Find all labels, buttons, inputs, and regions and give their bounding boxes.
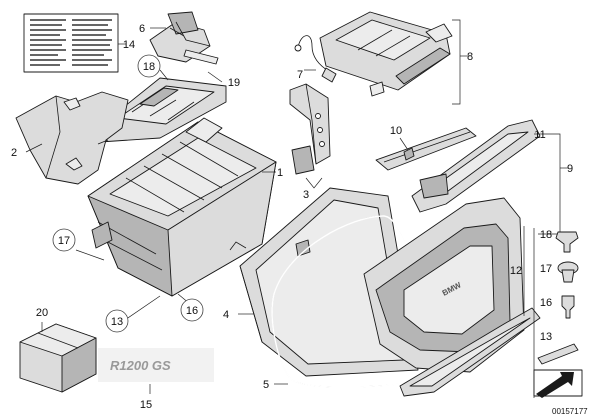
callout-17: 17: [52, 228, 76, 252]
callout-label-3: 3: [303, 189, 309, 201]
callout-20: 20: [36, 307, 48, 319]
callout-label-10: 10: [390, 125, 402, 137]
document-number: 00157177: [552, 407, 588, 416]
callout-label-8: 8: [467, 51, 473, 63]
sidebar-callout-13: 13: [540, 331, 552, 343]
rod-13-part: [537, 343, 579, 365]
callout-2: 2: [11, 147, 17, 159]
seal-strip-part: [375, 127, 477, 171]
callout-label-19: 19: [228, 77, 240, 89]
callout-label-15: 15: [140, 399, 152, 411]
callout-16: 16: [180, 298, 204, 322]
callout-18: 18: [137, 54, 161, 78]
callout-label-6: 6: [139, 23, 145, 35]
callout-circle-16: [180, 298, 204, 322]
callout-10: 10: [390, 125, 402, 137]
badge-text: R1200 GS: [110, 358, 171, 373]
callout-5: 5: [263, 379, 269, 391]
lower-rail-part: [399, 307, 541, 397]
callout-circle-17: [52, 228, 76, 252]
callout-11: 11: [534, 129, 545, 141]
callout-19: 19: [228, 77, 240, 89]
callout-circle-18: [137, 54, 161, 78]
callout-3: 3: [303, 189, 309, 201]
callout-7: 7: [297, 69, 303, 81]
callout-label-20: 20: [36, 307, 48, 319]
callout-4: 4: [223, 309, 229, 321]
lock-bracket-part: [149, 11, 219, 65]
callout-label-17: 17: [58, 235, 70, 247]
callout-label-14: 14: [123, 39, 135, 51]
plug-18-part: [555, 231, 579, 253]
callout-label-16: 16: [186, 305, 198, 317]
plug-17-part: [557, 261, 579, 283]
callout-1: 1: [277, 167, 283, 179]
callout-14: 14: [123, 39, 135, 51]
callout-9: 9: [567, 163, 573, 175]
callout-label-5: 5: [263, 379, 269, 391]
sidebar-callout-17: 17: [540, 263, 552, 275]
callout-13: 13: [105, 309, 129, 333]
badge-part: R1200 GS: [98, 348, 214, 382]
cable-part: [294, 35, 337, 83]
plug-16-part: [561, 295, 575, 319]
callout-6: 6: [139, 23, 145, 35]
box-part: [19, 323, 97, 393]
callout-label-2: 2: [11, 147, 17, 159]
tray-part: [99, 77, 227, 143]
callout-label-11: 11: [534, 129, 545, 141]
callout-8: 8: [467, 51, 473, 63]
callout-15: 15: [140, 399, 152, 411]
callout-label-18: 18: [143, 61, 155, 73]
callout-label-7: 7: [297, 69, 303, 81]
callout-label-4: 4: [223, 309, 229, 321]
arrow-tag-icon: [533, 369, 583, 398]
callout-circle-13: [105, 309, 129, 333]
handle-rail-part: [411, 119, 541, 213]
callout-label-9: 9: [567, 163, 573, 175]
mounting-bracket-part: [289, 83, 331, 175]
case-body-part: [87, 117, 277, 297]
side-liner-part: [15, 91, 129, 185]
callout-label-12: 12: [510, 265, 522, 277]
small-parts-panel: [533, 228, 583, 398]
lid-frame-part: [239, 187, 419, 377]
sidebar-callout-16: 16: [540, 297, 552, 309]
label-sheet-part: [23, 13, 119, 73]
callout-12: 12: [510, 265, 522, 277]
callout-label-1: 1: [277, 167, 283, 179]
sidebar-callout-18: 18: [540, 229, 552, 241]
lid-pad-part: [319, 11, 453, 97]
lid-outer-part: BMW: [363, 197, 525, 373]
callout-label-13: 13: [111, 316, 123, 328]
